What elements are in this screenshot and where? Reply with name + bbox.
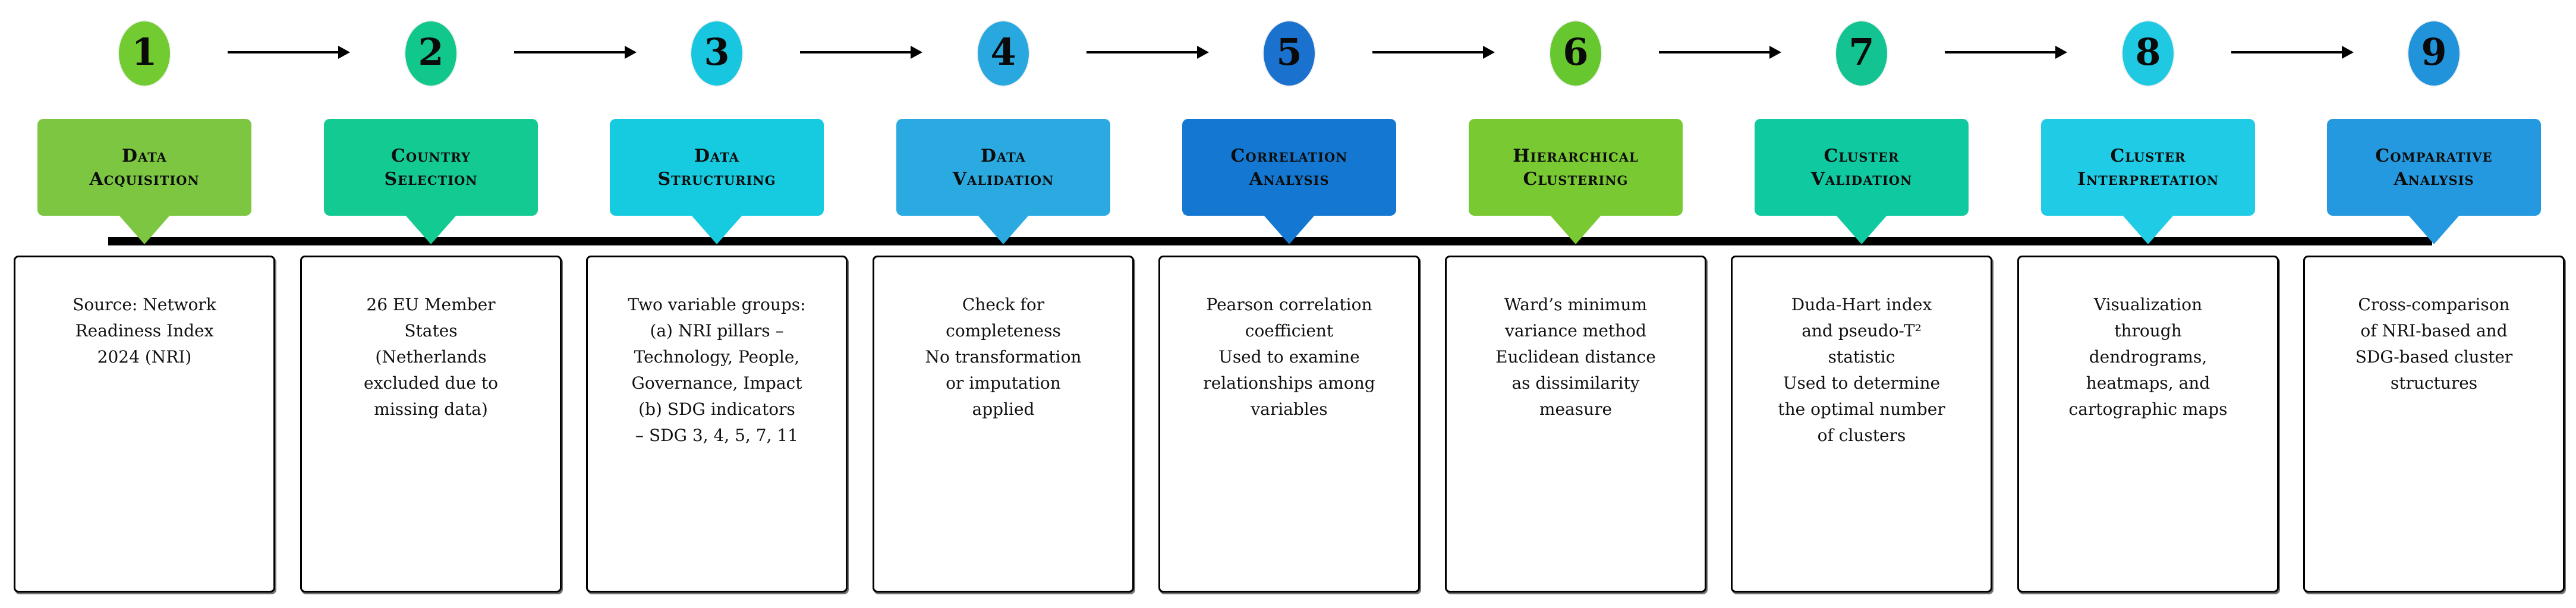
- arrow-right-icon: [1659, 46, 1781, 59]
- step-description-box: Pearson correlation coefficient Used to …: [1158, 256, 1420, 593]
- step-number: 4: [990, 30, 1016, 74]
- step-number-badge: 2: [405, 21, 456, 86]
- step-7: 7 Cluster Validation Duda-Hart index and…: [1717, 0, 2067, 608]
- step-title-box: Cluster Interpretation: [2041, 119, 2255, 216]
- step-title-box: Data Acquisition: [37, 119, 251, 216]
- pointer-down-icon: [2122, 215, 2174, 244]
- step-number: 9: [2421, 30, 2447, 74]
- step-description-box: Two variable groups: (a) NRI pillars – T…: [586, 256, 848, 593]
- pointer-down-icon: [2408, 215, 2460, 244]
- step-number-badge: 9: [2408, 21, 2460, 86]
- pointer-down-icon: [691, 215, 743, 244]
- step-number: 6: [1563, 30, 1589, 74]
- arrow-right-icon: [1945, 46, 2067, 59]
- step-number: 3: [704, 30, 730, 74]
- step-description-box: 26 EU Member States (Netherlands exclude…: [300, 256, 562, 593]
- step-title: Cluster Interpretation: [2077, 145, 2219, 190]
- step-description-box: Source: Network Readiness Index 2024 (NR…: [14, 256, 275, 593]
- step-number: 1: [131, 30, 158, 74]
- arrow-right-icon: [514, 46, 637, 59]
- step-description-box: Visualization through dendrograms, heatm…: [2017, 256, 2279, 593]
- step-title: Comparative Analysis: [2375, 145, 2493, 190]
- step-title-box: Cluster Validation: [1755, 119, 1969, 216]
- pointer-down-icon: [977, 215, 1029, 244]
- step-description-box: Duda-Hart index and pseudo-T² statistic …: [1731, 256, 1992, 593]
- arrow-right-icon: [228, 46, 350, 59]
- step-2: 2 Country Selection 26 EU Member States …: [286, 0, 637, 608]
- arrow-right-icon: [1087, 46, 1209, 59]
- step-number-badge: 3: [691, 21, 742, 86]
- arrow-right-icon: [800, 46, 922, 59]
- step-number-badge: 8: [2122, 21, 2174, 86]
- step-title: Country Selection: [384, 145, 478, 190]
- step-number: 5: [1276, 30, 1302, 74]
- step-description: Ward’s minimum variance method Euclidean…: [1495, 295, 1656, 419]
- step-number-badge: 1: [119, 21, 170, 86]
- step-description: Source: Network Readiness Index 2024 (NR…: [73, 295, 216, 367]
- step-description: Duda-Hart index and pseudo-T² statistic …: [1778, 295, 1945, 445]
- step-title-box: Data Structuring: [610, 119, 824, 216]
- step-number-badge: 4: [978, 21, 1029, 86]
- step-description: Cross-comparison of NRI-based and SDG-ba…: [2355, 295, 2513, 393]
- step-description-box: Check for completeness No transformation…: [873, 256, 1134, 593]
- step-title-box: Country Selection: [324, 119, 538, 216]
- step-title: Data Structuring: [657, 145, 776, 190]
- step-title: Data Acquisition: [89, 145, 200, 190]
- step-title-box: Comparative Analysis: [2327, 119, 2541, 216]
- step-1: 1 Data Acquisition Source: Network Readi…: [0, 0, 350, 608]
- step-title-box: Hierarchical Clustering: [1469, 119, 1683, 216]
- step-8: 8 Cluster Interpretation Visualization t…: [2004, 0, 2354, 608]
- step-title-box: Data Validation: [896, 119, 1110, 216]
- step-5: 5 Correlation Analysis Pearson correlati…: [1145, 0, 1495, 608]
- step-description-box: Cross-comparison of NRI-based and SDG-ba…: [2303, 256, 2565, 593]
- pointer-down-icon: [1263, 215, 1315, 244]
- arrow-right-icon: [1372, 46, 1495, 59]
- step-number-badge: 5: [1264, 21, 1315, 86]
- step-number-badge: 6: [1550, 21, 1601, 86]
- step-6: 6 Hierarchical Clustering Ward’s minimum…: [1431, 0, 1781, 608]
- pointer-down-icon: [405, 215, 457, 244]
- step-title: Hierarchical Clustering: [1513, 145, 1639, 190]
- step-title: Cluster Validation: [1810, 145, 1913, 190]
- step-number: 2: [418, 30, 444, 74]
- step-description: 26 EU Member States (Netherlands exclude…: [364, 295, 498, 419]
- step-number: 8: [2135, 30, 2161, 74]
- step-title: Correlation Analysis: [1230, 145, 1348, 190]
- step-title: Data Validation: [952, 145, 1054, 190]
- step-number: 7: [1848, 30, 1875, 74]
- arrow-right-icon: [2231, 46, 2354, 59]
- step-title-box: Correlation Analysis: [1182, 119, 1396, 216]
- step-number-badge: 7: [1836, 21, 1887, 86]
- step-description: Visualization through dendrograms, heatm…: [2068, 295, 2228, 419]
- step-4: 4 Data Validation Check for completeness…: [859, 0, 1209, 608]
- step-description: Pearson correlation coefficient Used to …: [1203, 295, 1375, 419]
- step-description: Two variable groups: (a) NRI pillars – T…: [628, 295, 806, 445]
- step-9: 9 Comparative Analysis Cross-comparison …: [2290, 0, 2576, 608]
- pointer-down-icon: [118, 215, 171, 244]
- step-3: 3 Data Structuring Two variable groups: …: [572, 0, 922, 608]
- step-description: Check for completeness No transformation…: [925, 295, 1082, 419]
- pointer-down-icon: [1550, 215, 1602, 244]
- step-description-box: Ward’s minimum variance method Euclidean…: [1445, 256, 1706, 593]
- pointer-down-icon: [1835, 215, 1888, 244]
